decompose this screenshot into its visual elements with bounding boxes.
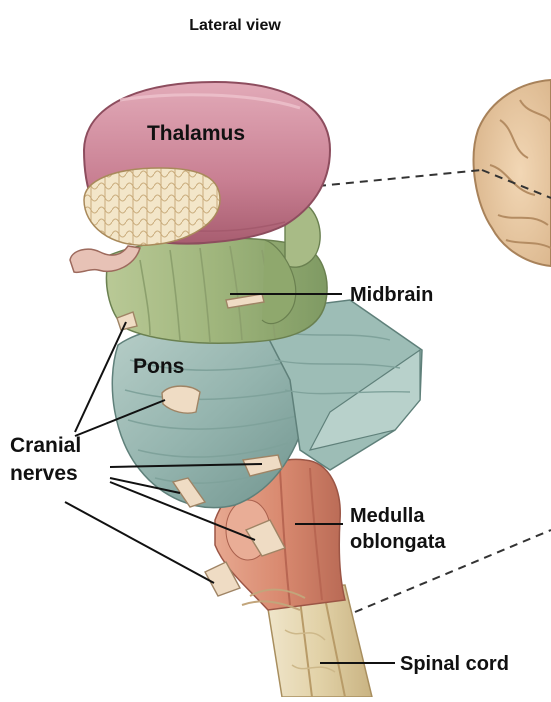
cranial-nerves-label-line1: Cranial xyxy=(10,434,81,457)
medulla-label-line1: Medulla xyxy=(350,505,425,527)
figure-title: Lateral view xyxy=(189,17,281,34)
thalamus-label: Thalamus xyxy=(147,122,245,145)
medulla-label-line2: oblongata xyxy=(350,531,446,553)
cerebrum-inset xyxy=(474,80,551,266)
midbrain-label: Midbrain xyxy=(350,284,433,306)
pons-label: Pons xyxy=(133,355,184,378)
cranial-nerves-label-line2: nerves xyxy=(10,462,78,485)
spinal-cord-label: Spinal cord xyxy=(400,653,509,675)
